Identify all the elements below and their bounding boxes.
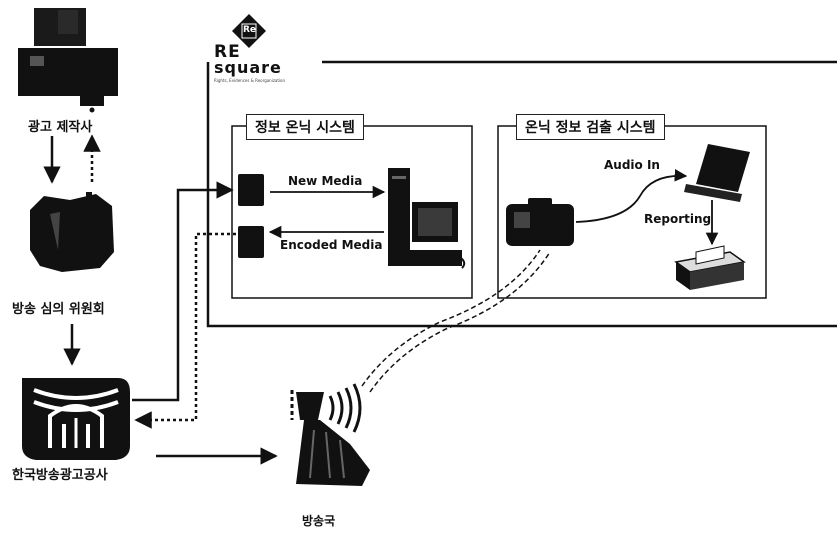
new-media-label: New Media [288, 174, 362, 188]
watermark-system-title: 정보 온닉 시스템 [246, 114, 364, 140]
encoder-pc-icon [388, 168, 464, 268]
encoded-media-label: Encoded Media [280, 238, 382, 252]
kobaco-logo [22, 378, 130, 460]
flow-arrows [52, 136, 712, 456]
kobaco-label: 한국방송광고공사 [12, 464, 108, 483]
radio-receiver-icon [506, 198, 574, 246]
printer-icon [676, 246, 744, 290]
logo-tagline: Rights, Evidences & Reorganization [214, 78, 285, 83]
logo-diamond-text: Re [243, 25, 256, 35]
media-block-icon [238, 174, 264, 206]
laptop-icon [684, 144, 750, 202]
broadcaster-label: 방송국 [302, 512, 335, 529]
reporting-label: Reporting [644, 212, 711, 226]
logo-square-text: square [214, 58, 282, 77]
resquare-logo: Re RE square Rights, Evidences & Reorgan… [208, 14, 318, 86]
review-committee-label: 방송 심의 위원회 [12, 298, 105, 317]
review-committee-icon [30, 192, 114, 272]
ad-producer-computer-icon [18, 8, 118, 113]
ad-producer-label: 광고 제작사 [28, 116, 92, 135]
resquare-frame [208, 62, 837, 326]
detection-system-title: 온닉 정보 검출 시스템 [516, 114, 665, 140]
audio-in-label: Audio In [604, 158, 660, 172]
encoded-media-block-icon [238, 226, 264, 258]
broadcast-tower-icon [292, 384, 370, 486]
